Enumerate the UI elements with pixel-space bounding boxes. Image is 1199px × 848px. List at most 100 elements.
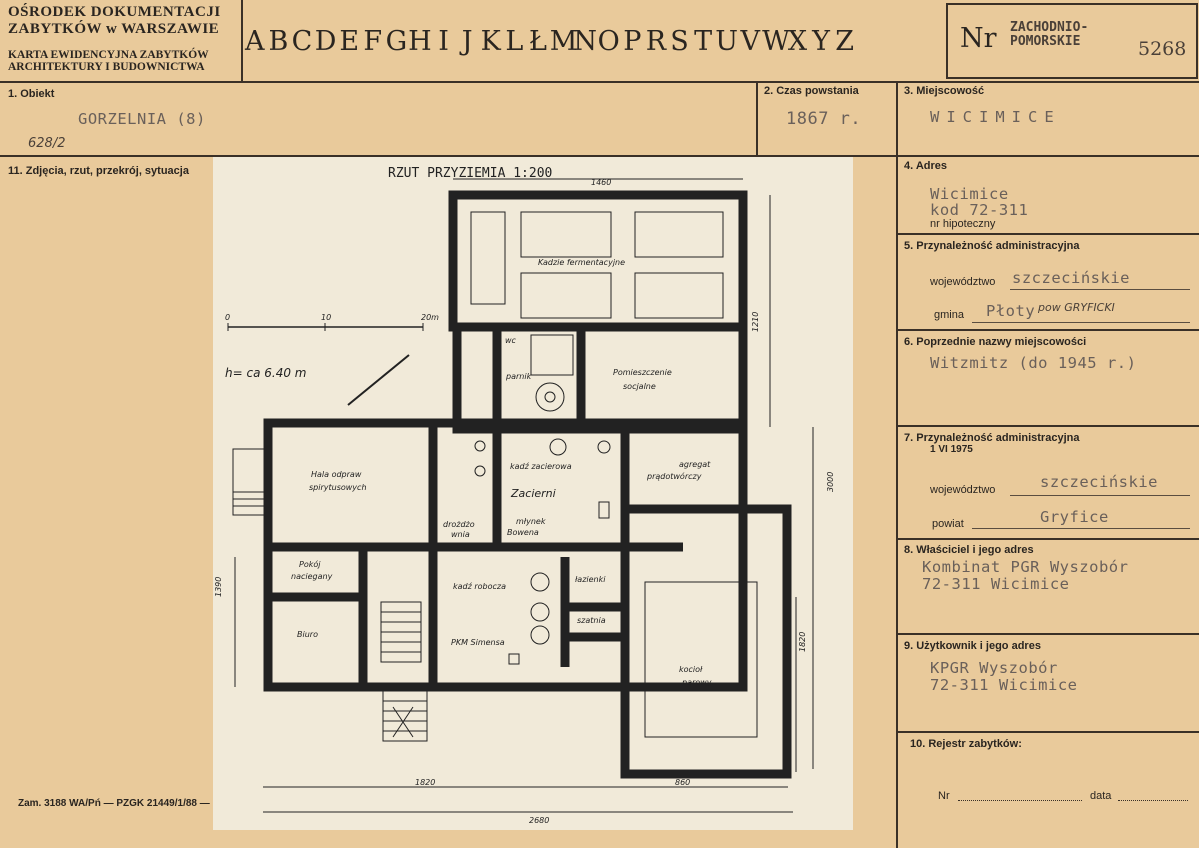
room-biuro: Biuro — [297, 630, 318, 639]
col-divider-1 — [756, 81, 758, 156]
dim-bottom-right: 860 — [675, 778, 690, 787]
gmina-handwritten: pow GRYFICKI — [1038, 301, 1115, 314]
index-letter: A — [245, 25, 265, 57]
room-mlynek-2: Bowena — [507, 528, 539, 537]
room-pokoj-2: naciegany — [291, 572, 333, 581]
room-drozdzow-1: drożdżo — [443, 520, 475, 529]
index-letter: N — [573, 25, 597, 57]
index-letter: E — [339, 25, 360, 57]
czas-label: 2. Czas powstania — [764, 85, 859, 97]
rejestr-data-line — [1118, 800, 1188, 801]
floor-plan-drawing: RZUT PRZYZIEMIA 1:200 1460 1210 3000 139… — [214, 166, 835, 825]
index-letter: X — [787, 25, 808, 57]
room-kociol-1: kocioł — [679, 665, 703, 674]
room-kadz-zacierowa: kadź zacierowa — [510, 462, 572, 471]
index-letter: J — [461, 25, 473, 57]
wojewodztwo2-value: szczecińskie — [1040, 473, 1158, 491]
dim-top: 1460 — [591, 178, 611, 187]
card-line-1: KARTA EWIDENCYJNA ZABYTKÓW — [8, 49, 209, 61]
nr-label: Nr — [960, 23, 997, 54]
room-hala-2: spirytusowych — [309, 483, 367, 492]
print-footer: Zam. 3188 WA/Pń — PZGK 21449/1/88 — — [18, 798, 210, 809]
adres-line-1: Wicimice — [930, 185, 1009, 203]
przyn1975-label: 7. Przynależność administracyjna — [904, 432, 1080, 444]
miejscowosc-label: 3. Miejscowość — [904, 85, 985, 97]
dim-right-lower: 1820 — [798, 632, 807, 652]
wojewodztwo2-underline — [1010, 495, 1190, 496]
index-letter: G — [385, 25, 408, 57]
index-letter: K — [480, 25, 501, 57]
gmina-underline — [972, 322, 1190, 323]
index-letter: R — [645, 25, 667, 57]
wall-boiler — [620, 504, 792, 779]
index-letter: T — [694, 25, 713, 57]
przyn-label: 5. Przynależność administracyjna — [904, 240, 1080, 252]
czas-value: 1867 r. — [786, 109, 862, 129]
index-letter: D — [314, 25, 337, 57]
uzytkownik-line-2: 72-311 Wicimice — [930, 676, 1078, 694]
poprzednie-label: 6. Poprzednie nazwy miejscowości — [904, 336, 1087, 348]
wall-middle — [452, 322, 748, 434]
scale-0: 0 — [225, 313, 230, 322]
index-letter: U — [715, 25, 739, 57]
index-letter: V — [740, 25, 761, 57]
powiat-label: powiat — [932, 518, 964, 530]
scale-20: 20m — [421, 313, 439, 322]
wlasciciel-line-2: 72-311 Wicimice — [922, 575, 1070, 593]
room-lazienki: łazienki — [575, 575, 606, 584]
room-szatnia: szatnia — [577, 616, 606, 625]
vat-4 — [520, 272, 612, 319]
index-letter: W — [762, 25, 790, 57]
obiekt-label: 1. Obiekt — [8, 88, 55, 100]
gmina-label: gmina — [934, 309, 964, 321]
stamp-line-1: ZACHODNIO- — [1010, 20, 1089, 35]
nr-hipoteczny-label: nr hipoteczny — [930, 218, 996, 230]
powiat-value: Gryfice — [1040, 508, 1109, 526]
col-divider-2 — [896, 81, 898, 848]
stairs-main — [380, 601, 422, 663]
room-hala-1: Hala odpraw — [311, 470, 362, 479]
plan-title: RZUT PRZYZIEMIA 1:200 — [388, 166, 552, 181]
rejestr-data-label: data — [1090, 790, 1112, 802]
room-agregat-2: prądotwórczy — [646, 471, 702, 481]
index-letter: O — [597, 25, 620, 57]
index-letter: C — [291, 25, 313, 57]
room-pokoj-1: Pokój — [299, 559, 321, 569]
index-letter: P — [623, 25, 642, 57]
dim-right-upper: 1210 — [751, 312, 760, 332]
adres-line-2: kod 72-311 — [930, 201, 1029, 219]
stamp-line-2: POMORSKIE — [1010, 34, 1081, 49]
index-letter: S — [670, 25, 689, 57]
dim-bottom-total: 2680 — [529, 816, 549, 825]
sec4-divider — [896, 233, 1199, 235]
index-letter: M — [549, 25, 578, 57]
index-letter: B — [268, 25, 289, 57]
room-parnik: parnik — [505, 372, 532, 381]
boiler — [644, 581, 758, 738]
dim-bottom-left: 1820 — [415, 778, 435, 787]
poprzednie-value: Witzmitz (do 1945 r.) — [930, 354, 1137, 372]
zdjecia-label: 11. Zdjęcia, rzut, przekrój, sytuacja — [8, 165, 189, 177]
room-pkm: PKM Simensa — [451, 638, 505, 647]
dim-right-full: 3000 — [826, 472, 835, 492]
vat-2 — [634, 211, 724, 258]
vat-1 — [520, 211, 612, 258]
wojewodztwo-underline — [1010, 289, 1190, 290]
rejestr-nr-label: Nr — [938, 790, 950, 802]
wojewodztwo-label: województwo — [930, 276, 996, 288]
row1-divider — [0, 155, 1199, 157]
index-letter: Ł — [528, 25, 547, 57]
adres-label: 4. Adres — [904, 160, 948, 172]
rejestr-nr-line — [958, 800, 1082, 801]
room-agregat-1: agregat — [679, 460, 711, 469]
index-letter: H — [408, 25, 432, 57]
org-line-2: ZABYTKÓW w WARSZAWIE — [8, 21, 220, 37]
height-note: h= ca 6.40 m — [225, 366, 306, 380]
miejscowosc-value: WICIMICE — [930, 108, 1061, 126]
room-mlynek-1: młynek — [516, 517, 546, 526]
sec5-divider — [896, 329, 1199, 331]
sec6-divider — [896, 425, 1199, 427]
przyn1975-date: 1 VI 1975 — [930, 444, 973, 455]
vat-3 — [470, 211, 506, 305]
